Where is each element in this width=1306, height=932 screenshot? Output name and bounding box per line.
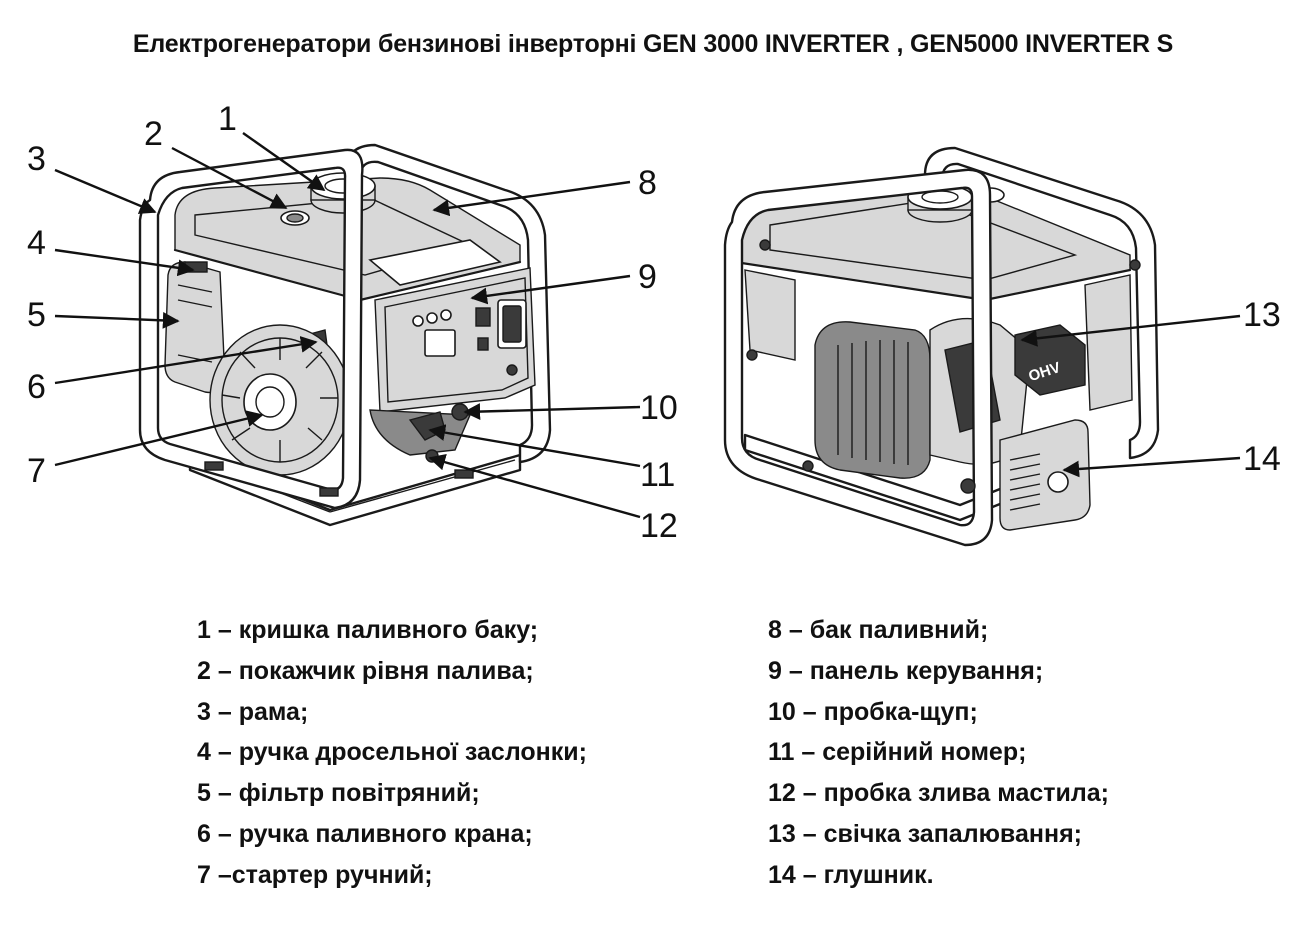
callout-2: 2 <box>144 115 163 153</box>
callout-6: 6 <box>27 368 46 406</box>
callout-7: 7 <box>27 452 46 490</box>
legend-item-6: 6 – ручка паливного крана; <box>197 819 533 848</box>
callout-numbers: 1 2 3 4 5 6 7 8 9 10 11 12 13 14 <box>27 100 1281 545</box>
legend-item-13: 13 – свічка запалювання; <box>768 819 1082 848</box>
legend-item-10: 10 – пробка-щуп; <box>768 697 978 726</box>
callout-4: 4 <box>27 224 46 262</box>
callout-lines <box>54 132 1241 519</box>
generator-rear-view: OHV <box>723 146 1160 547</box>
callout-10: 10 <box>640 389 678 427</box>
legend-item-8: 8 – бак паливний; <box>768 616 989 644</box>
legend-item-2: 2 – покажчик рівня палива; <box>197 656 534 685</box>
callout-3: 3 <box>27 140 46 178</box>
legend-item-3: 3 – рама; <box>197 697 309 726</box>
legend-item-11: 11 – серійний номер; <box>768 738 1027 767</box>
legend-item-7: 7 –стартер ручний; <box>197 860 433 889</box>
legend-item-9: 9 – панель керування; <box>768 656 1044 685</box>
callout-9: 9 <box>638 258 657 296</box>
legend-item-5: 5 – фільтр повітряний; <box>197 779 480 808</box>
callout-14: 14 <box>1243 440 1281 478</box>
callout-12: 12 <box>640 507 678 545</box>
callout-8: 8 <box>638 164 657 202</box>
legend-item-14: 14 – глушник. <box>768 860 934 889</box>
legend-left: 1 – кришка паливного баку; 2 – покажчик … <box>197 610 587 896</box>
generator-diagram: OHV 1 2 3 4 5 <box>27 100 1281 547</box>
callout-13: 13 <box>1243 296 1281 334</box>
legend-item-12: 12 – пробка злива мастила; <box>768 779 1109 808</box>
page-title: Електрогенератори бензинові інверторні G… <box>132 30 1174 58</box>
callout-11: 11 <box>640 456 675 494</box>
callout-5: 5 <box>27 296 46 334</box>
legend-right: 8 – бак паливний; 9 – панель керування; … <box>768 610 1109 896</box>
legend-item-4: 4 – ручка дросельної заслонки; <box>197 738 587 767</box>
legend-item-1: 1 – кришка паливного баку; <box>197 616 539 644</box>
callout-1: 1 <box>218 100 237 138</box>
